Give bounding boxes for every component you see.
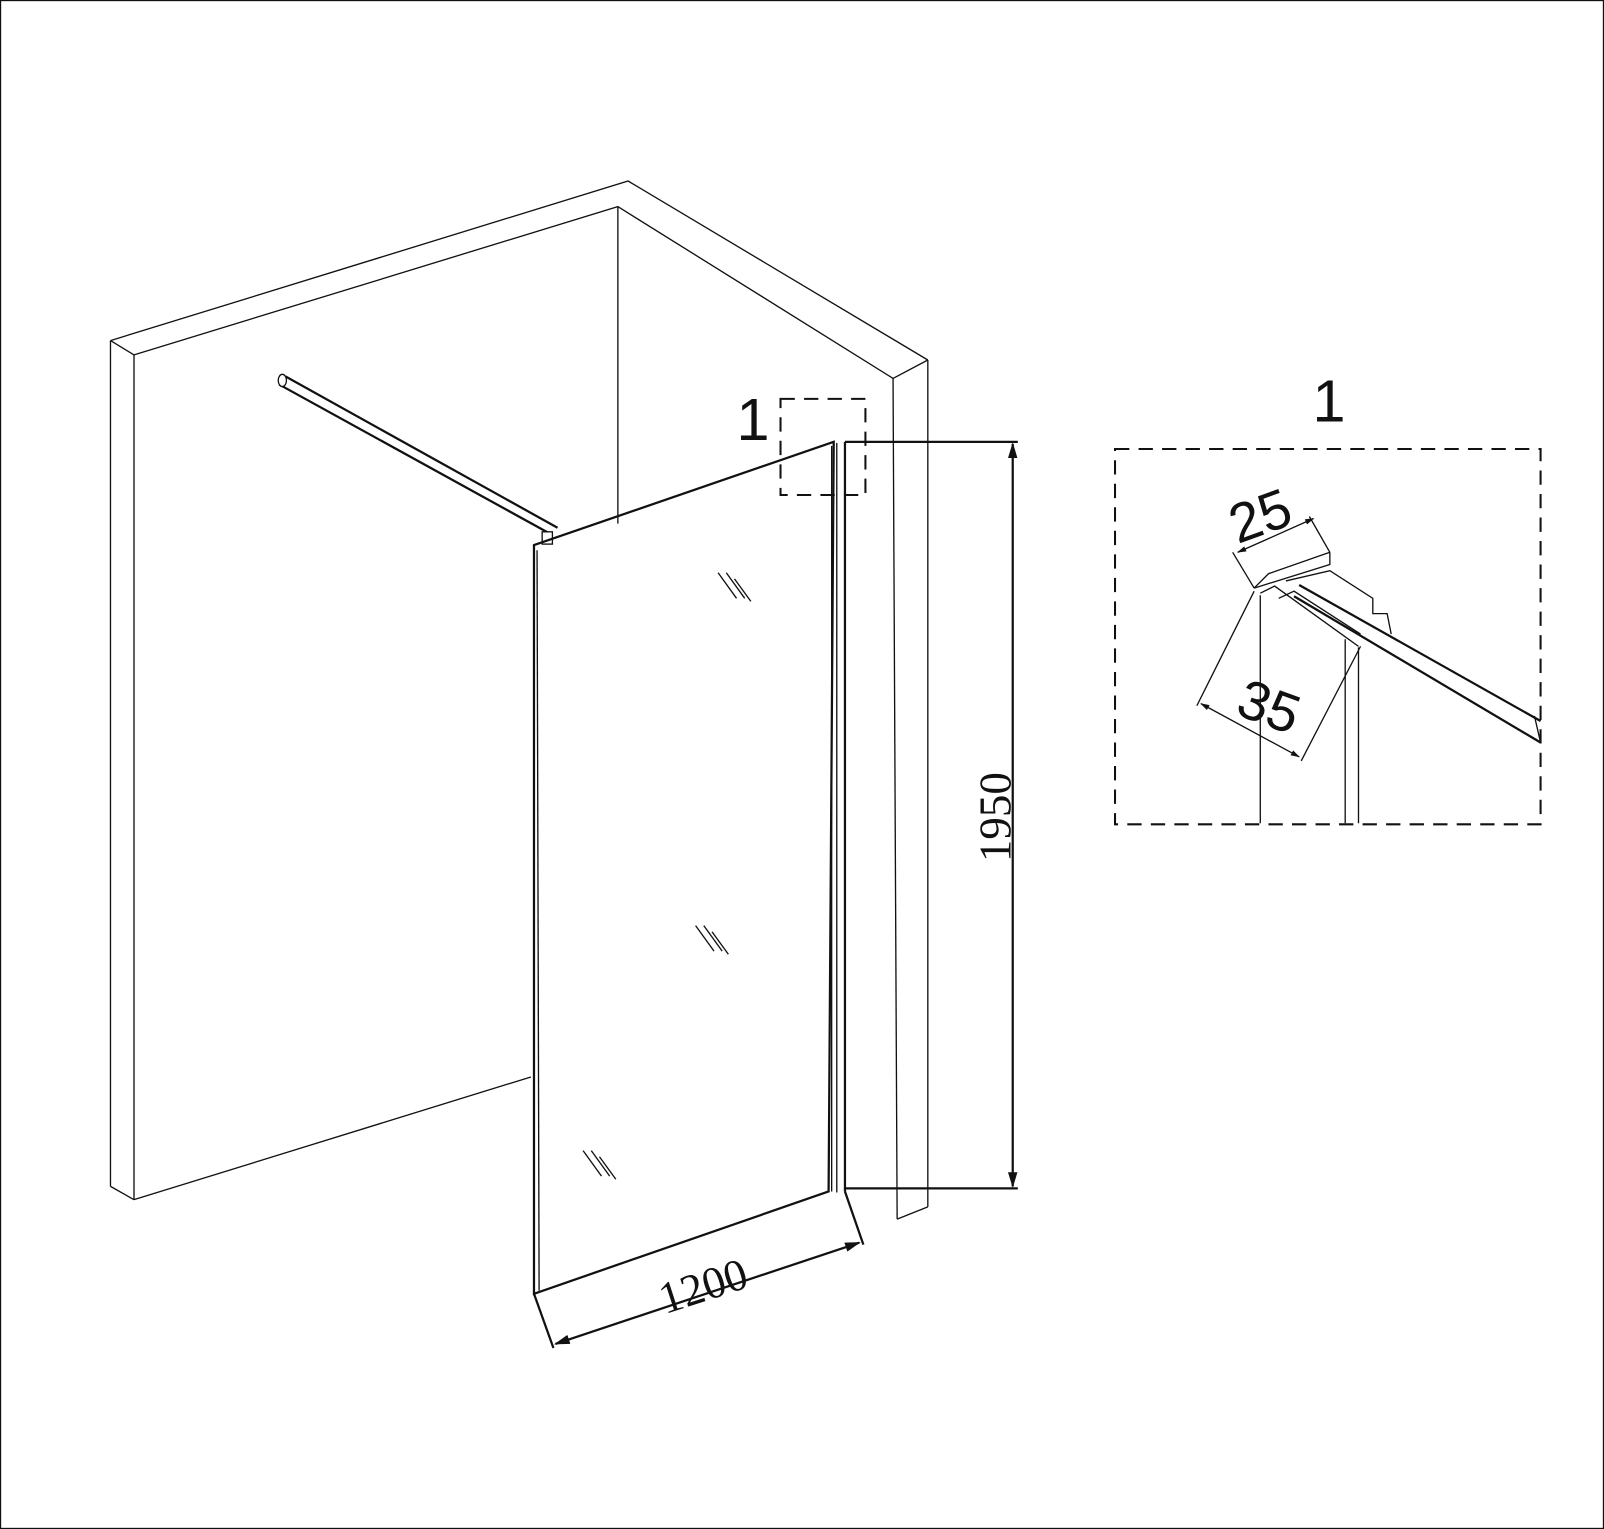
wall-right-top-edge — [892, 359, 929, 380]
wall-right-bottom-edge — [896, 1206, 929, 1220]
wall-left-top-edge — [110, 340, 135, 356]
wall-top-outer — [110, 180, 929, 361]
wall-right-inner-edge — [892, 378, 898, 1220]
wall-top-inner — [133, 205, 894, 379]
width-dimension: 1200 — [532, 1191, 865, 1349]
wall-floor-line — [133, 1076, 532, 1201]
detail-view-box — [1114, 447, 1542, 826]
detail-view-label: 1 — [1312, 367, 1345, 434]
detail-callout-label: 1 — [737, 386, 770, 453]
profile-depth-label: 35 — [1230, 667, 1309, 746]
wall-structure — [109, 180, 929, 1220]
glass-reflection-marks — [582, 572, 752, 1180]
height-dimension-label: 1950 — [971, 772, 1021, 862]
width-dimension-label: 1200 — [653, 1248, 754, 1323]
detail-view: 1 25 35 — [1114, 367, 1542, 826]
detail-callout-box — [779, 397, 867, 497]
wall-left-bottom-edge — [110, 1185, 135, 1201]
profile-depth-dimension: 35 — [1196, 590, 1362, 762]
glass-panel — [532, 440, 847, 1296]
stabilizer-bar — [277, 373, 559, 545]
height-dimension: 1950 — [844, 440, 1021, 1190]
profile-width-label: 25 — [1221, 476, 1300, 555]
